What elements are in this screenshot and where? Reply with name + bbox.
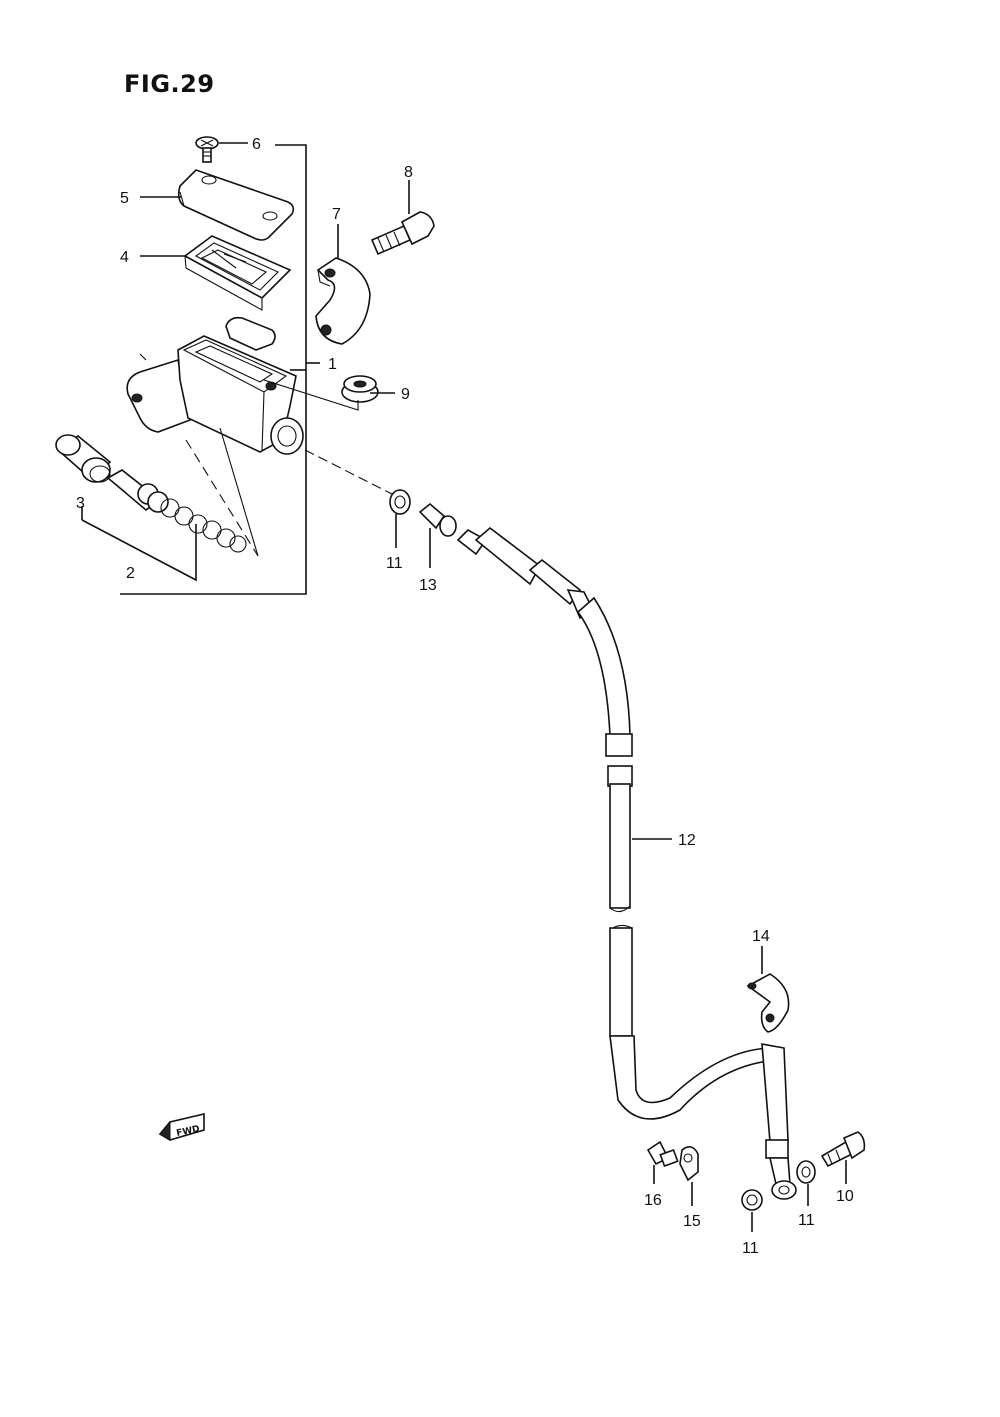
clamp-icon xyxy=(315,224,371,345)
union-bolt-icon xyxy=(418,502,457,568)
washer-icon xyxy=(389,489,411,548)
callout-7: 7 xyxy=(332,206,341,223)
grommet-icon xyxy=(263,375,395,411)
figure-title: FIG.29 xyxy=(124,70,215,98)
callout-11-upper: 11 xyxy=(386,555,403,572)
callout-16: 16 xyxy=(644,1192,662,1209)
callout-9: 9 xyxy=(401,386,410,403)
screw-icon xyxy=(195,136,248,163)
brake-hose-icon xyxy=(456,526,797,1200)
callout-13: 13 xyxy=(419,577,437,594)
washer-icon xyxy=(741,1189,763,1232)
hose-guide-icon xyxy=(679,1146,699,1206)
washer-icon xyxy=(796,1160,816,1206)
master-cylinder-body-icon xyxy=(126,316,306,455)
reservoir-cap-icon xyxy=(140,169,295,241)
callout-4: 4 xyxy=(120,249,129,266)
callout-2: 2 xyxy=(126,565,135,582)
clamp-bolt-icon xyxy=(370,180,435,256)
callout-15: 15 xyxy=(683,1213,701,1230)
diaphragm-plate-icon xyxy=(140,235,292,311)
piston-spring-icon xyxy=(55,427,259,582)
callout-6: 6 xyxy=(252,136,261,153)
callout-5: 5 xyxy=(120,190,129,207)
small-bolt-icon xyxy=(646,1140,679,1184)
fwd-label: FWD xyxy=(176,1124,201,1139)
callout-10: 10 xyxy=(836,1188,854,1205)
callout-8: 8 xyxy=(404,164,413,181)
callout-1: 1 xyxy=(328,356,337,373)
callout-labels: 6 5 4 1 7 8 9 3 2 11 13 12 14 16 15 11 1… xyxy=(76,136,854,1257)
callout-14: 14 xyxy=(752,928,770,945)
callout-11-lower-right: 11 xyxy=(798,1212,815,1229)
callout-3: 3 xyxy=(76,495,85,512)
hose-clamp-icon xyxy=(746,946,790,1033)
callout-12: 12 xyxy=(678,832,696,849)
fwd-arrow-icon: FWD xyxy=(158,1112,205,1141)
callout-11-lower-left: 11 xyxy=(742,1240,759,1257)
union-bolt-icon xyxy=(820,1131,866,1184)
